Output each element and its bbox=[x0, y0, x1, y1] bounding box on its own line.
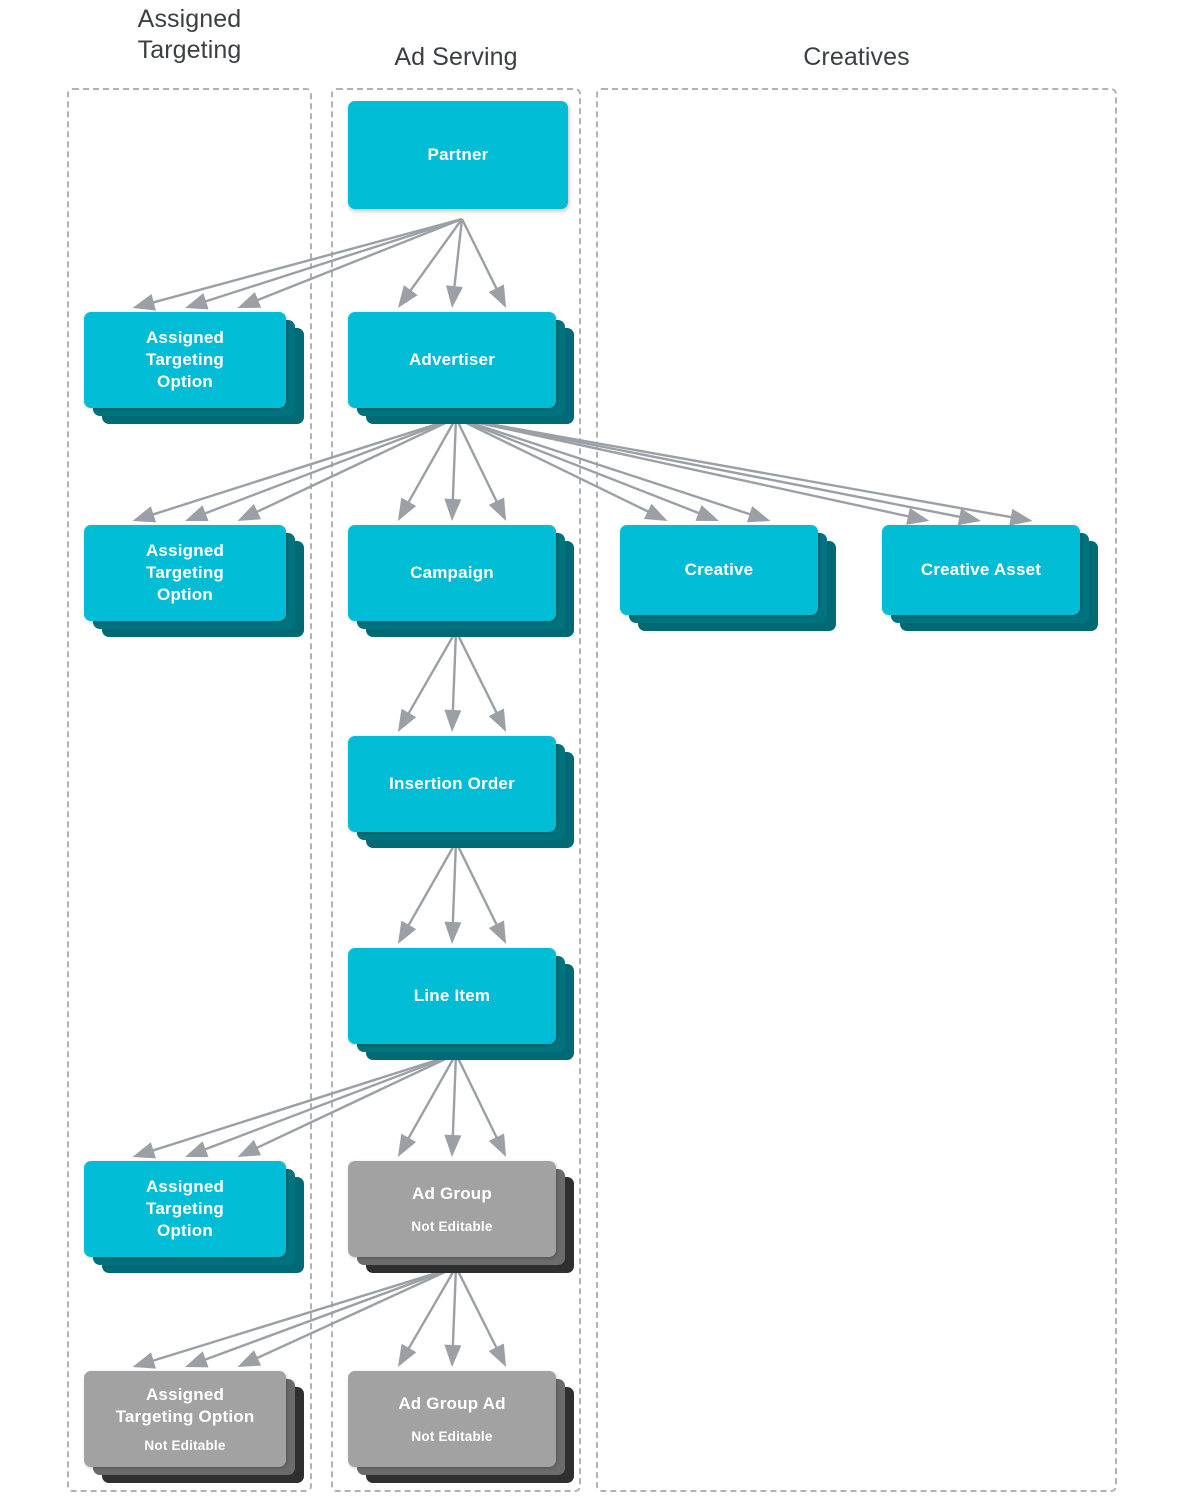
node-card-front: Line Item bbox=[348, 948, 556, 1044]
node-title: Ad Group Ad bbox=[398, 1394, 506, 1413]
node-card-front: Assigned Targeting Option bbox=[84, 525, 286, 621]
node-title: Ad Group bbox=[412, 1184, 492, 1203]
node-card-front: Advertiser bbox=[348, 312, 556, 408]
column-header-line: Targeting bbox=[137, 36, 242, 64]
column-header-line: Creatives bbox=[803, 43, 910, 71]
node-title: Campaign bbox=[410, 563, 494, 582]
node-card-front: Campaign bbox=[348, 525, 556, 621]
column-header-line: Assigned bbox=[137, 5, 242, 33]
node-advertiser[interactable]: Advertiser bbox=[348, 312, 574, 424]
node-card-front: Ad Group Not Editable bbox=[348, 1161, 556, 1257]
node-assigned-targeting-option-ad-group[interactable]: Assigned Targeting Option Not Editable bbox=[84, 1371, 304, 1483]
node-title: Assigned Targeting Option bbox=[115, 1385, 255, 1426]
node-assigned-targeting-option-line-item[interactable]: Assigned Targeting Option bbox=[84, 1161, 304, 1273]
node-card-front: Ad Group Ad Not Editable bbox=[348, 1371, 556, 1467]
node-card-front: Assigned Targeting Option Not Editable bbox=[84, 1371, 286, 1467]
node-line-item[interactable]: Line Item bbox=[348, 948, 574, 1060]
node-assigned-targeting-option-partner[interactable]: Assigned Targeting Option bbox=[84, 312, 304, 424]
column-header-creatives: Creatives bbox=[596, 42, 1117, 73]
node-campaign[interactable]: Campaign bbox=[348, 525, 574, 637]
node-ad-group[interactable]: Ad Group Not Editable bbox=[348, 1161, 574, 1273]
node-status-badge: Not Editable bbox=[411, 1429, 493, 1444]
group-container-ad-serving bbox=[331, 88, 581, 1492]
node-partner[interactable]: Partner bbox=[348, 101, 568, 209]
node-title: Assigned Targeting Option bbox=[145, 328, 225, 391]
node-card-front: Assigned Targeting Option bbox=[84, 1161, 286, 1257]
node-status-badge: Not Editable bbox=[411, 1219, 493, 1234]
node-card-front: Partner bbox=[348, 101, 568, 209]
node-title: Assigned Targeting Option bbox=[145, 541, 225, 604]
node-title: Assigned Targeting Option bbox=[145, 1177, 225, 1240]
node-card-front: Creative bbox=[620, 525, 818, 615]
node-title: Partner bbox=[427, 145, 489, 164]
node-ad-group-ad[interactable]: Ad Group Ad Not Editable bbox=[348, 1371, 574, 1483]
node-card-front: Assigned Targeting Option bbox=[84, 312, 286, 408]
node-insertion-order[interactable]: Insertion Order bbox=[348, 736, 574, 848]
column-header-assigned-targeting: Assigned Targeting bbox=[67, 4, 312, 66]
group-container-assigned-targeting bbox=[67, 88, 312, 1492]
node-creative[interactable]: Creative bbox=[620, 525, 846, 637]
node-title: Insertion Order bbox=[389, 774, 515, 793]
node-assigned-targeting-option-advertiser[interactable]: Assigned Targeting Option bbox=[84, 525, 304, 637]
node-creative-asset[interactable]: Creative Asset bbox=[882, 525, 1108, 637]
column-header-line: Ad Serving bbox=[394, 43, 518, 71]
node-title: Creative bbox=[684, 560, 754, 579]
node-status-badge: Not Editable bbox=[144, 1438, 226, 1453]
node-title: Creative Asset bbox=[920, 560, 1042, 579]
node-card-front: Insertion Order bbox=[348, 736, 556, 832]
node-title: Advertiser bbox=[408, 350, 496, 369]
node-card-front: Creative Asset bbox=[882, 525, 1080, 615]
node-title: Line Item bbox=[413, 986, 491, 1005]
column-header-ad-serving: Ad Serving bbox=[331, 42, 581, 73]
group-container-creatives bbox=[596, 88, 1117, 1492]
